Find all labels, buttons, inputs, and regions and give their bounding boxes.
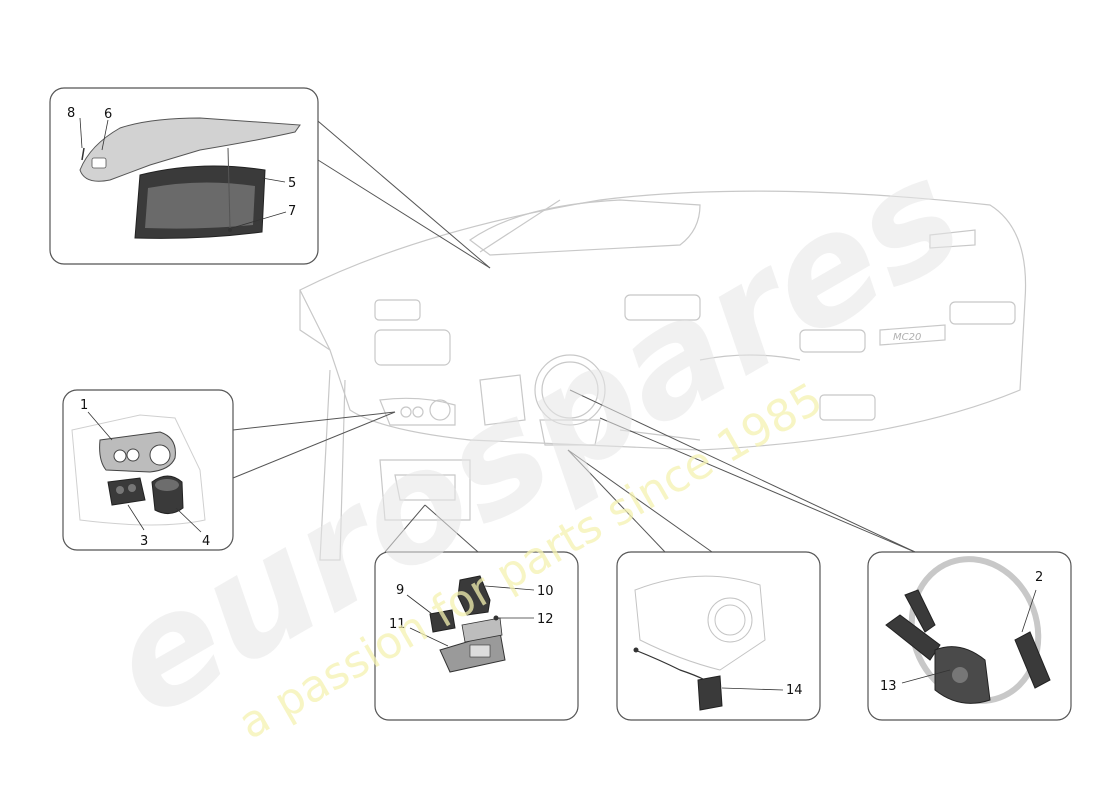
callout-14: 14 [786, 683, 803, 698]
dashboard-badge: MC20 [893, 332, 921, 343]
inset-console-switches: 9 10 12 11 [374, 551, 579, 721]
callout-13: 13 [880, 679, 897, 694]
switch-9-part [429, 609, 456, 633]
inset-switch-panel: 1 3 4 [62, 389, 234, 551]
callout-6: 6 [104, 107, 112, 122]
column-module-part [697, 675, 723, 711]
dashboard-outline [299, 190, 1027, 561]
callout-8: 8 [67, 106, 75, 121]
callout-12: 12 [537, 612, 554, 627]
callout-11: 11 [389, 617, 406, 632]
callout-10: 10 [537, 584, 554, 599]
paddle-left-part [885, 614, 941, 661]
callout-1: 1 [80, 398, 88, 413]
callout-5: 5 [288, 176, 296, 191]
callout-2: 2 [1035, 570, 1043, 585]
callout-4: 4 [202, 534, 210, 549]
callout-9: 9 [396, 583, 404, 598]
switch-10-part [457, 575, 491, 616]
leader-lines [232, 109, 916, 553]
callout-3: 3 [140, 534, 148, 549]
switch-part [107, 477, 146, 506]
inset-steering-wheel: 2 13 [867, 551, 1072, 721]
callout-7: 7 [288, 204, 296, 219]
inset-steering-column: 14 [616, 551, 821, 721]
inset-instrument-cluster: 8 6 5 7 [49, 87, 319, 265]
paddle-right-part [1014, 631, 1051, 689]
cluster-cover-part [79, 117, 301, 182]
